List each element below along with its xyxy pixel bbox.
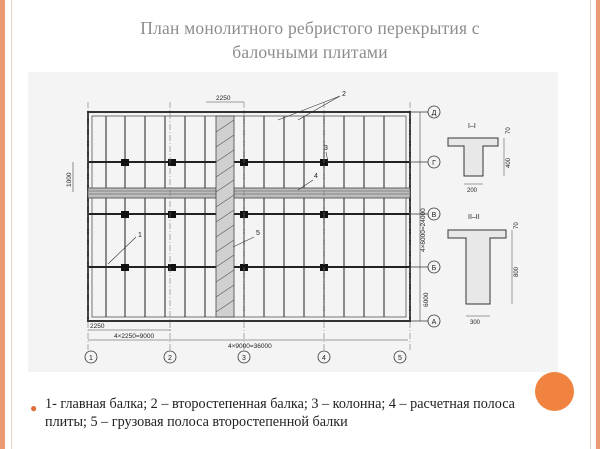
callout-3: 3 [324,145,328,152]
row-axis-label-b: Б [432,265,437,272]
inner-wall-line [91,115,407,318]
design-strip-slab [87,187,411,199]
dim-top: 2250 [216,95,231,102]
section-1-width: 200 [467,188,478,194]
callout-1: 1 [138,232,142,239]
column-axis-markers [84,350,407,364]
grid-axis-lines [87,102,411,352]
dim-bottom-total: 4×9000=36000 [228,343,272,350]
dim-right-total: 4×6000=24000 [420,208,427,252]
section-1-label: I–I [468,123,476,130]
callout-5: 5 [256,230,260,237]
slide-left-thin-border [11,0,12,449]
section-1-height: 400 [506,157,512,168]
section-2-flange: 70 [514,222,520,229]
caption-bullet: ● [30,401,38,415]
section-2-2: II–II 70 800 300 [447,214,520,326]
row-axis-label-a: А [432,319,437,326]
column-axis-labels: 1 2 3 4 5 [89,355,402,362]
row-axis-label-g: Г [432,160,436,167]
section-2-width: 300 [470,320,481,326]
section-2-height: 800 [514,266,520,277]
col-axis-label-4: 4 [322,355,326,362]
slide-right-thin-border [590,0,591,449]
section-2-label: II–II [468,214,480,221]
callout-leaders [107,95,341,265]
slide-title: План монолитного ребристого перекрытия с… [40,16,580,64]
dim-bottom-span: 4×2250=9000 [114,333,155,340]
drawing-background [28,72,558,372]
slide-title-line-1: План монолитного ребристого перекрытия с [140,18,480,38]
dim-right-bay: 6000 [423,292,430,307]
col-axis-label-1: 1 [89,355,93,362]
col-axis-label-3: 3 [242,355,246,362]
legend-caption: 1- главная балка; 2 – второстепенная бал… [45,396,515,430]
slide-title-line-2: балочными плитами [232,42,388,62]
callout-labels: 1 2 3 4 5 [138,91,346,239]
row-axis-labels: Д Г В Б А [432,110,437,326]
dimension-lines [72,101,421,341]
main-beams [88,161,410,268]
section-1-1: I–I 70 400 200 [447,123,512,194]
row-axis-label-v: В [432,212,437,219]
callout-4: 4 [314,173,318,180]
callout-2: 2 [342,91,346,98]
slide-left-border [0,0,5,449]
dim-bottom-small: 2250 [90,323,105,330]
dim-left: 1000 [66,172,73,187]
decorative-circle [535,372,574,411]
col-axis-label-5: 5 [398,355,402,362]
slide-right-border [596,0,600,449]
section-1-flange: 70 [506,127,512,134]
row-axis-label-d: Д [432,110,437,117]
row-axis-markers [410,105,441,328]
floor-plan-drawing: Д Г В Б А 1 2 3 4 5 2250 1000 2250 4×225… [28,72,558,372]
load-strip-secondary-beam [215,115,235,318]
dimension-labels: 2250 1000 2250 4×2250=9000 4×9000=36000 … [66,95,430,350]
col-axis-label-2: 2 [168,355,172,362]
